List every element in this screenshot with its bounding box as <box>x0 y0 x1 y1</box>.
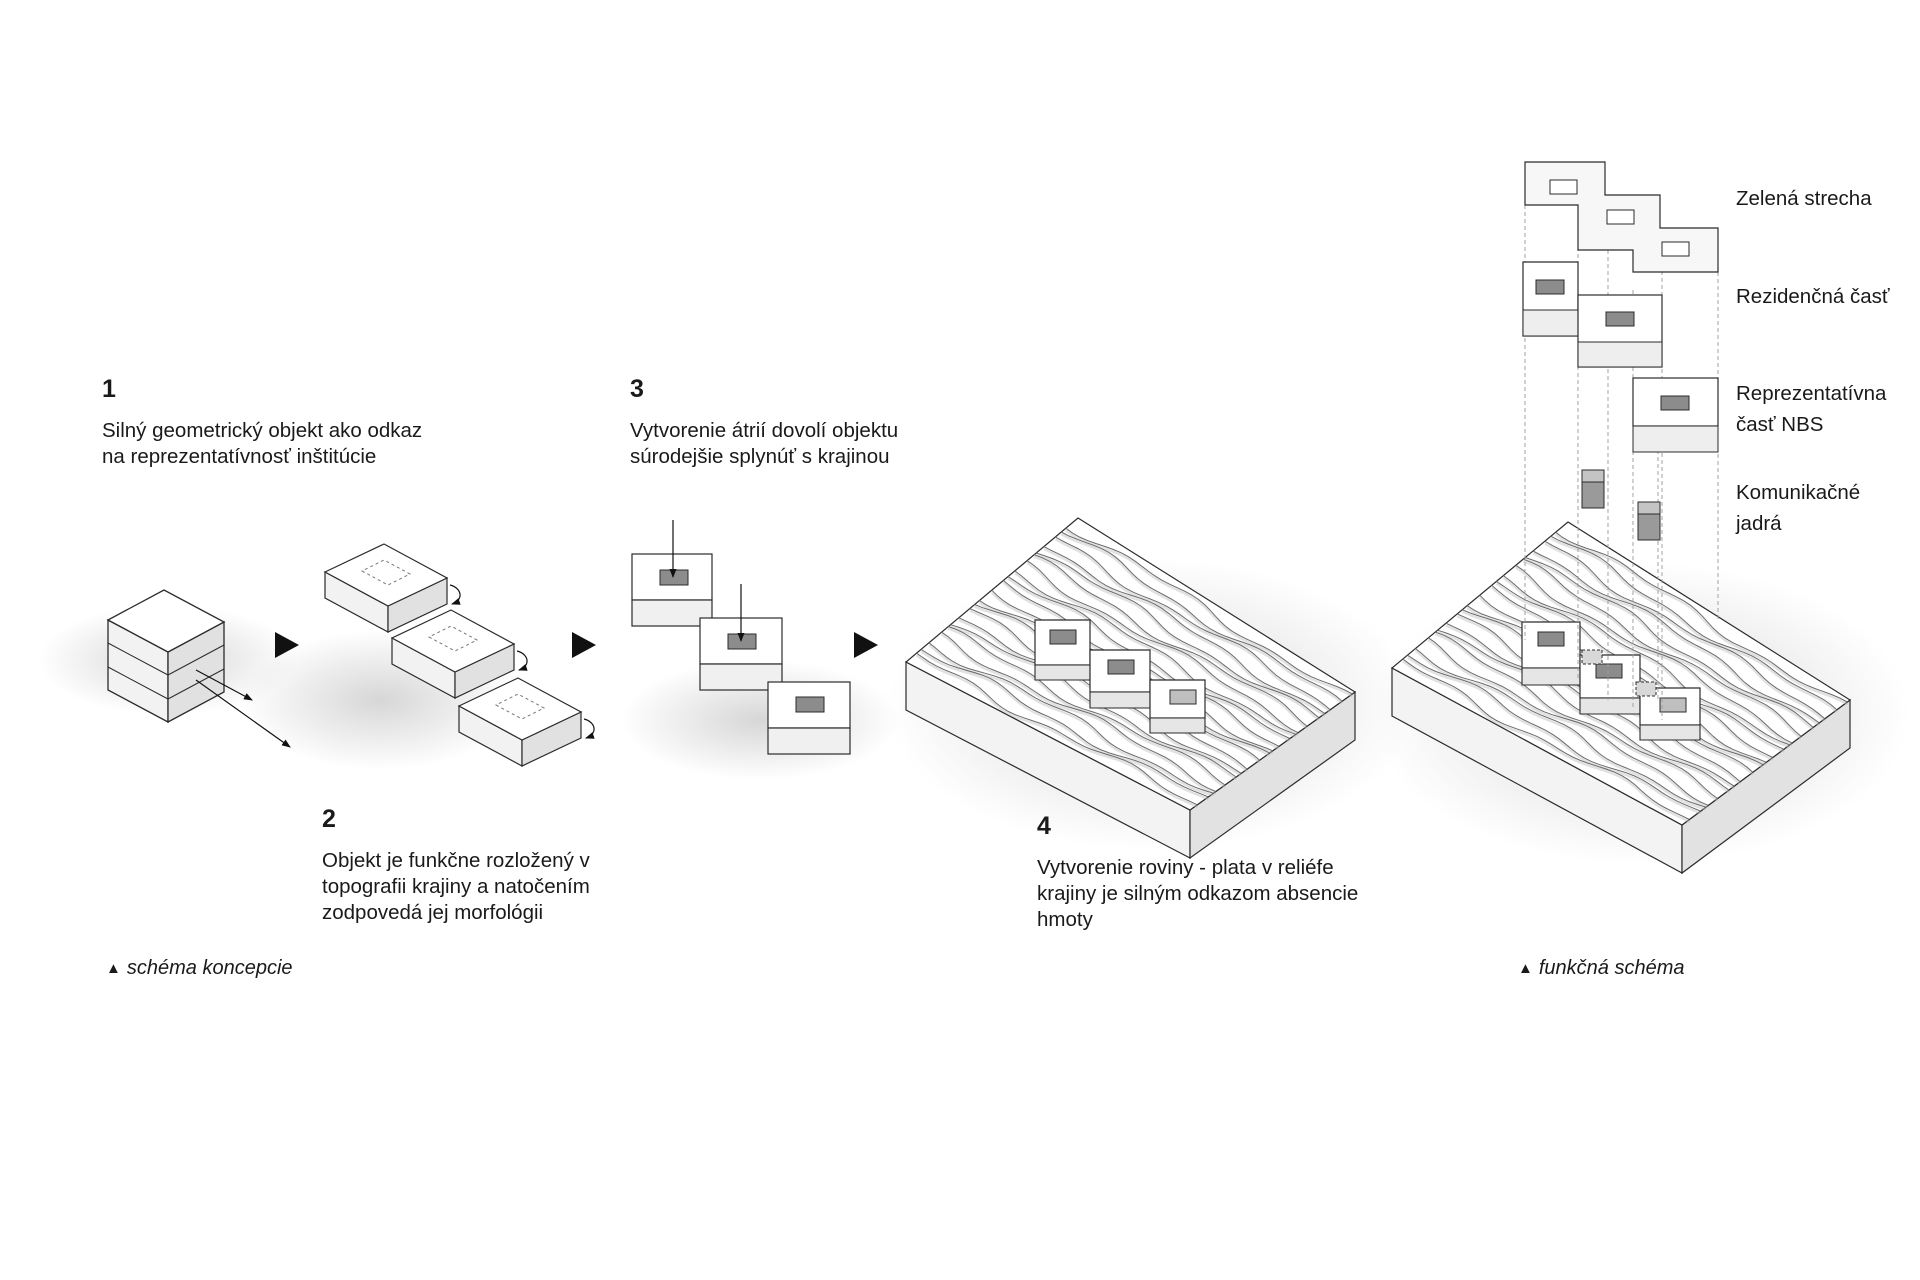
step-arrow-2 <box>572 632 596 658</box>
layer-residential <box>1522 261 1663 368</box>
legend-communication-cores: Komunikačné jadrá <box>1736 481 1861 535</box>
stage-3-atria <box>620 520 900 780</box>
triangle-marker-icon: ▲ <box>106 960 121 977</box>
layer-representative <box>1632 377 1719 453</box>
stage-1-cube <box>38 589 298 748</box>
layer-green-roof <box>1524 161 1719 273</box>
step-1-text: Silný geometrický objekt ako odkaz na re… <box>102 419 423 468</box>
step-3-number: 3 <box>630 375 644 403</box>
step-3-text: Vytvorenie átrií dovolí objektu súrodejš… <box>630 419 899 468</box>
step-arrow-3 <box>854 632 878 658</box>
functional-exploded-layers <box>1522 161 1719 720</box>
caption-functional: ▲funkčná schéma <box>1518 957 1685 979</box>
stage-2-boxes <box>240 543 595 770</box>
step-1-number: 1 <box>102 375 116 403</box>
stage-4-terrain <box>886 517 1415 860</box>
legend-green-roof: Zelená strecha <box>1736 187 1872 210</box>
functional-terrain <box>1372 521 1910 875</box>
legend-representative: Reprezentatívna časť NBS <box>1736 382 1887 436</box>
legend-residential: Rezidenčná časť <box>1736 285 1890 308</box>
caption-concept: ▲schéma koncepcie <box>106 957 293 979</box>
step-2-number: 2 <box>322 805 336 833</box>
triangle-marker-icon: ▲ <box>1518 960 1533 977</box>
step-4-number: 4 <box>1037 812 1051 840</box>
step-4-text: Vytvorenie roviny - plata v reliéfe kraj… <box>1037 856 1359 931</box>
layer-communication-cores <box>1581 469 1661 541</box>
step-2-text: Objekt je funkčne rozložený v topografii… <box>322 849 590 924</box>
